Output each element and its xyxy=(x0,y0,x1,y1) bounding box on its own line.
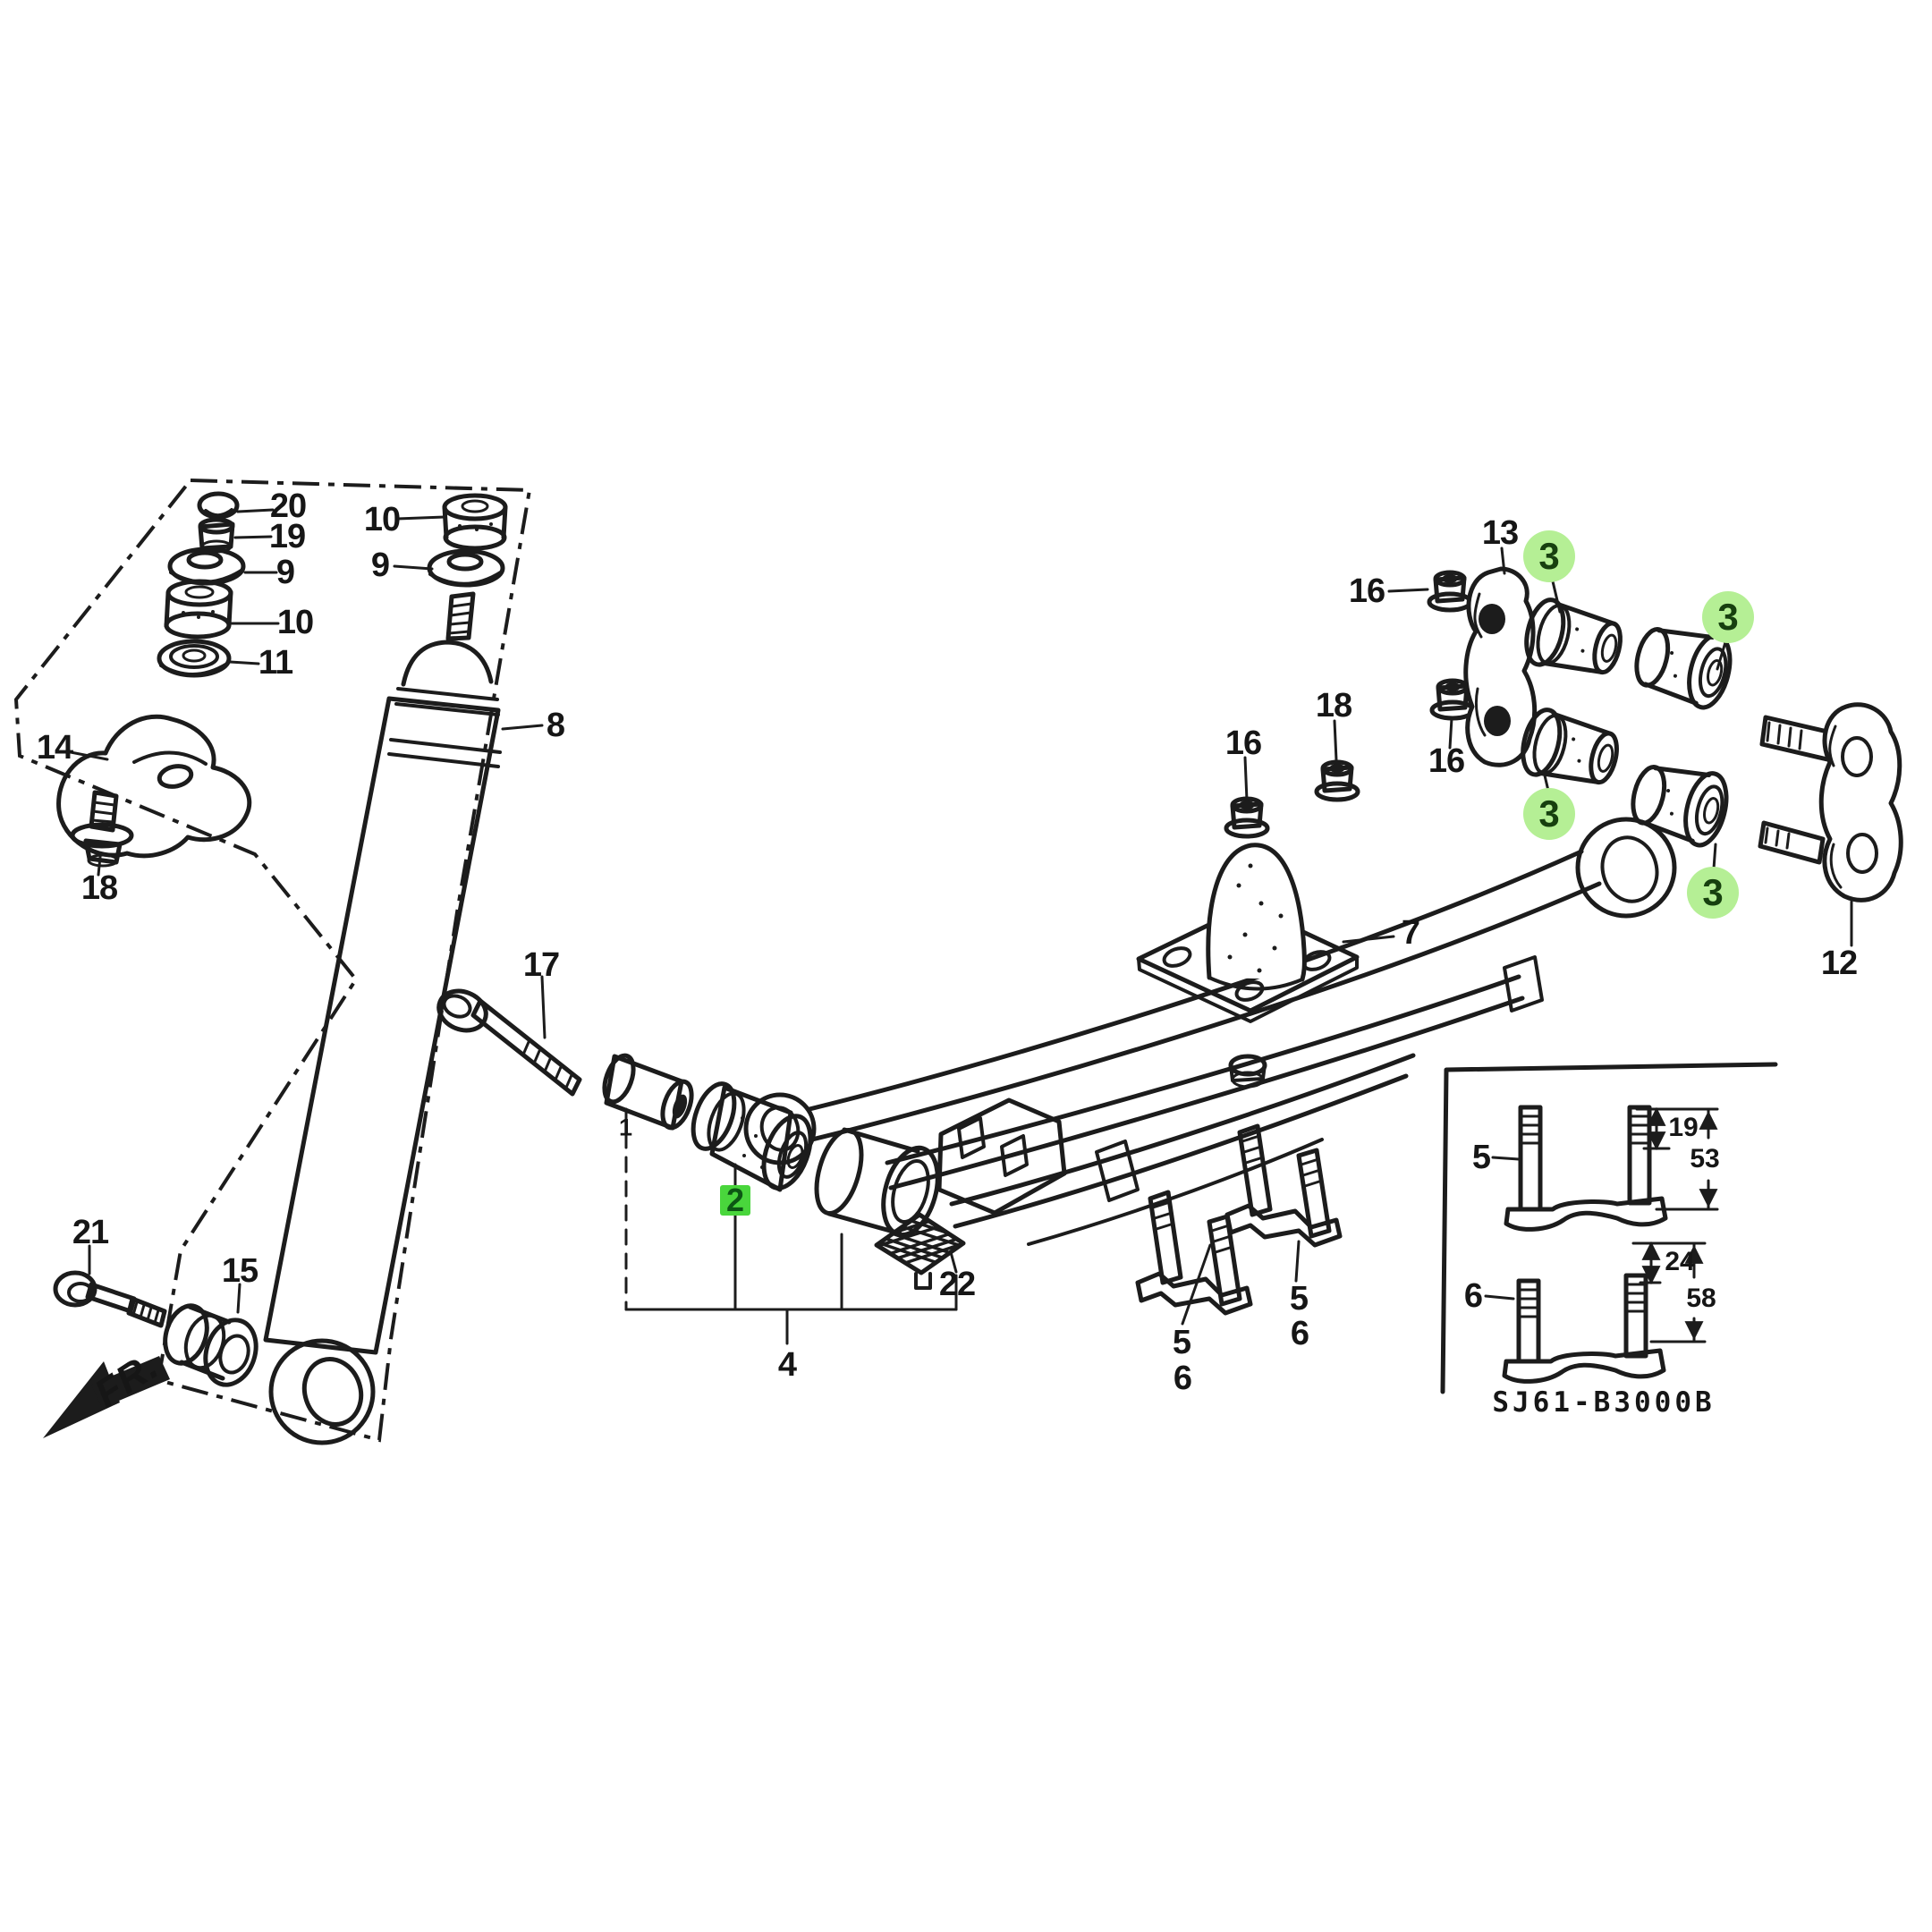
shackle-bushing-upper-left xyxy=(1524,597,1623,675)
bracket-bolt xyxy=(70,790,134,868)
leaf-spring xyxy=(743,817,1677,1246)
part-label-58i: 58 xyxy=(1686,1284,1716,1313)
part-label-5L: 5 xyxy=(1172,1324,1191,1361)
lower-mount-bolt xyxy=(53,1270,167,1328)
part-label-9b: 9 xyxy=(370,547,390,584)
flange-nut-16-lower xyxy=(1224,796,1270,839)
mount-hardware-stack-right xyxy=(427,493,508,588)
spring-pivot-bolt xyxy=(436,988,582,1097)
inset-u-bolt-6 xyxy=(1502,1273,1666,1384)
part-label-6R: 6 xyxy=(1290,1315,1309,1352)
part-label-19: 19 xyxy=(268,518,306,555)
part-label-10b: 10 xyxy=(363,501,401,538)
part-label-11: 11 xyxy=(258,644,293,682)
part-label-19i: 19 xyxy=(1668,1113,1699,1142)
part-label-24i: 24 xyxy=(1665,1247,1695,1276)
highlighted-part-label-2: 2 xyxy=(720,1184,750,1216)
assembly-boundary xyxy=(13,478,532,1443)
shackle-bushing-upper-right xyxy=(1634,627,1733,710)
part-label-16b: 16 xyxy=(1428,742,1465,780)
part-label-10a: 10 xyxy=(276,604,314,641)
part-label-1: 1 xyxy=(618,1114,632,1141)
front-direction-arrow xyxy=(43,1356,170,1438)
leader-lines xyxy=(69,508,1853,1345)
part-label-21: 21 xyxy=(72,1214,109,1251)
part-label-17: 17 xyxy=(522,946,560,984)
part-label-8: 8 xyxy=(546,707,565,744)
part-label-9a: 9 xyxy=(275,554,295,591)
part-label-18a: 18 xyxy=(80,869,118,907)
part-label-13: 13 xyxy=(1481,514,1519,552)
shackle-plate-outer xyxy=(1758,702,1903,902)
pivot-sleeve xyxy=(602,1053,694,1131)
diagram-code: SJ61-B3000B xyxy=(1492,1386,1716,1419)
shock-eye-bushing xyxy=(163,1303,258,1387)
part-label-4: 4 xyxy=(777,1346,797,1384)
inset-dimensions xyxy=(1631,1106,1719,1343)
part-label-15: 15 xyxy=(221,1252,258,1290)
inset-u-bolt-5 xyxy=(1504,1105,1668,1232)
upper-mount-bracket xyxy=(56,714,252,859)
u-bolt-right xyxy=(1224,1123,1343,1248)
shock-absorber xyxy=(263,591,502,1445)
part-label-5R: 5 xyxy=(1289,1280,1309,1318)
part-label-22: 22 xyxy=(938,1266,976,1303)
shackle-bushing-lower-left xyxy=(1521,708,1619,785)
shackle-plate-inner xyxy=(1463,566,1538,767)
shackle-bushing-lower-right xyxy=(1631,765,1729,848)
part-label-53i: 53 xyxy=(1690,1144,1720,1174)
part-label-16a: 16 xyxy=(1348,572,1385,610)
part-label-6L: 6 xyxy=(1173,1360,1192,1397)
mount-hardware-stack-left xyxy=(157,491,246,678)
part-label-16c: 16 xyxy=(1224,724,1262,762)
part-label-18b: 18 xyxy=(1315,687,1352,724)
part-label-7: 7 xyxy=(1401,914,1420,952)
part-label-6i: 6 xyxy=(1463,1277,1483,1315)
bump-stop xyxy=(1136,843,1360,1023)
highlighted-part-label-3a: 3 xyxy=(1523,530,1575,582)
flange-nut-16-upper xyxy=(1427,570,1473,613)
highlighted-part-label-3d: 3 xyxy=(1687,867,1739,919)
part-label-20: 20 xyxy=(269,487,307,525)
u-bolt-left xyxy=(1135,1190,1253,1316)
part-label-12: 12 xyxy=(1820,945,1858,982)
inset-corner xyxy=(1440,1062,1778,1394)
part-label-14: 14 xyxy=(36,729,73,767)
highlighted-part-label-3c: 3 xyxy=(1523,788,1575,840)
highlighted-part-label-3b: 3 xyxy=(1702,591,1754,643)
flange-nut-18 xyxy=(1314,759,1360,802)
part-label-5i: 5 xyxy=(1471,1139,1491,1176)
